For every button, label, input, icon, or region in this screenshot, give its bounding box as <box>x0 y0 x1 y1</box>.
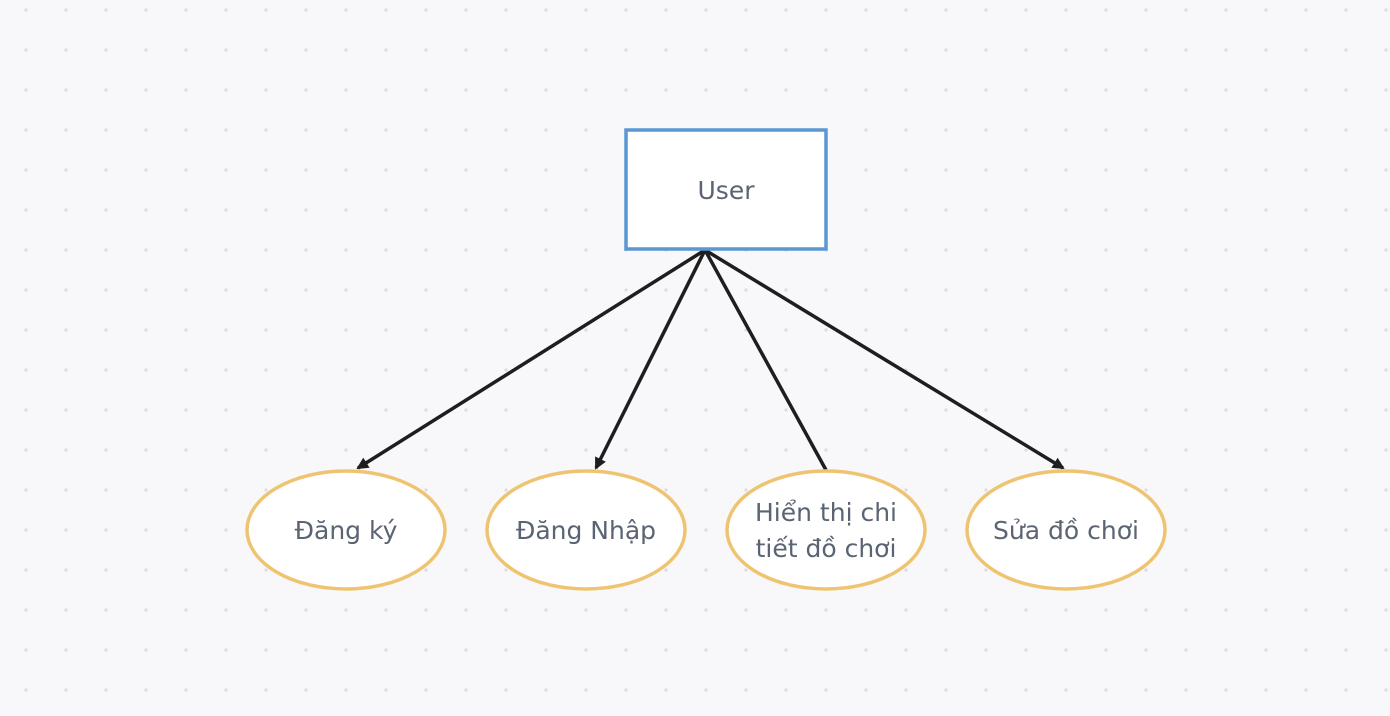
edge-user-to-child-2 <box>594 249 707 470</box>
use-case-dang-ky-label: Đăng ký <box>295 516 398 545</box>
use-case-dang-ky-ellipse <box>245 469 447 591</box>
user-node-box <box>624 128 828 251</box>
edge-user-to-child-1 <box>356 248 706 470</box>
use-case-hien-thi-chi-tiet-label-line-1: Hiển thị chi <box>755 498 897 527</box>
use-case-dang-ky[interactable]: Đăng ký <box>245 469 447 591</box>
edges-group <box>356 248 1065 471</box>
edge-user-to-child-4 <box>704 248 1065 470</box>
use-case-hien-thi-chi-tiet-ellipse <box>725 469 927 591</box>
use-case-sua-do-choi[interactable]: Sửa đồ chơi <box>965 469 1167 591</box>
user-node[interactable]: User <box>624 128 828 251</box>
use-case-dang-nhap[interactable]: Đăng Nhập <box>485 469 687 591</box>
user-node-label: User <box>698 176 756 205</box>
use-case-dang-nhap-label: Đăng Nhập <box>516 516 656 545</box>
use-case-sua-do-choi-ellipse <box>965 469 1167 591</box>
edge-user-to-child-3 <box>703 249 828 471</box>
use-case-hien-thi-chi-tiet-label-line-2: tiết đồ chơi <box>756 534 897 563</box>
use-case-dang-nhap-ellipse <box>485 469 687 591</box>
use-case-hien-thi-chi-tiet[interactable]: Hiển thị chi tiết đồ chơi <box>725 469 927 591</box>
use-case-sua-do-choi-label: Sửa đồ chơi <box>993 516 1139 545</box>
